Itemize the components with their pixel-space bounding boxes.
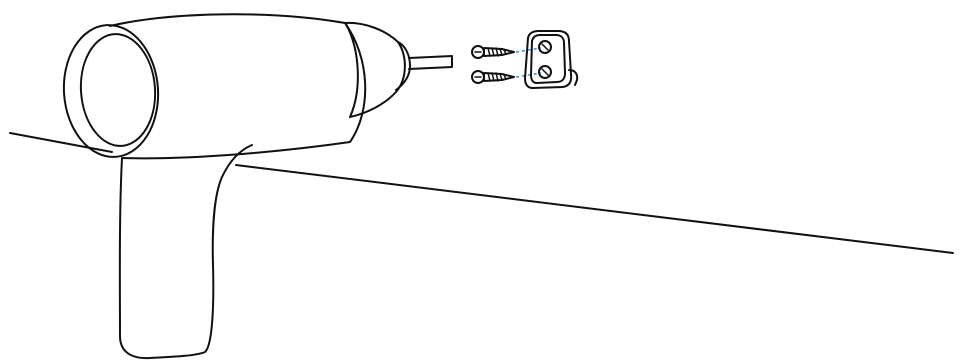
alignment-guide-lower bbox=[515, 72, 542, 78]
drill-bit bbox=[408, 55, 453, 70]
screw-icon bbox=[471, 70, 515, 84]
surface-edge bbox=[9, 132, 954, 254]
clip-inner-edge bbox=[530, 34, 566, 84]
drill-chuck-nose bbox=[395, 41, 411, 91]
drill-body bbox=[109, 13, 367, 160]
drill-chuck bbox=[344, 21, 406, 118]
drill-rear-cap bbox=[62, 24, 160, 158]
clip-body bbox=[524, 30, 573, 89]
alignment-guide-upper bbox=[515, 47, 542, 53]
drill-rear-cap-inner bbox=[79, 33, 157, 147]
clip-tab bbox=[568, 69, 579, 86]
drill-chuck-back bbox=[345, 23, 359, 118]
clip-hole-upper bbox=[538, 40, 552, 54]
clip-hole-lower bbox=[538, 65, 552, 79]
power-drill-icon bbox=[62, 13, 453, 360]
drill-handle bbox=[118, 144, 253, 360]
screw-icon bbox=[471, 45, 515, 59]
mounting-clip-icon bbox=[524, 30, 579, 89]
clip-hole-lower-slot bbox=[541, 68, 549, 76]
clip-hole-upper-slot bbox=[541, 43, 549, 51]
